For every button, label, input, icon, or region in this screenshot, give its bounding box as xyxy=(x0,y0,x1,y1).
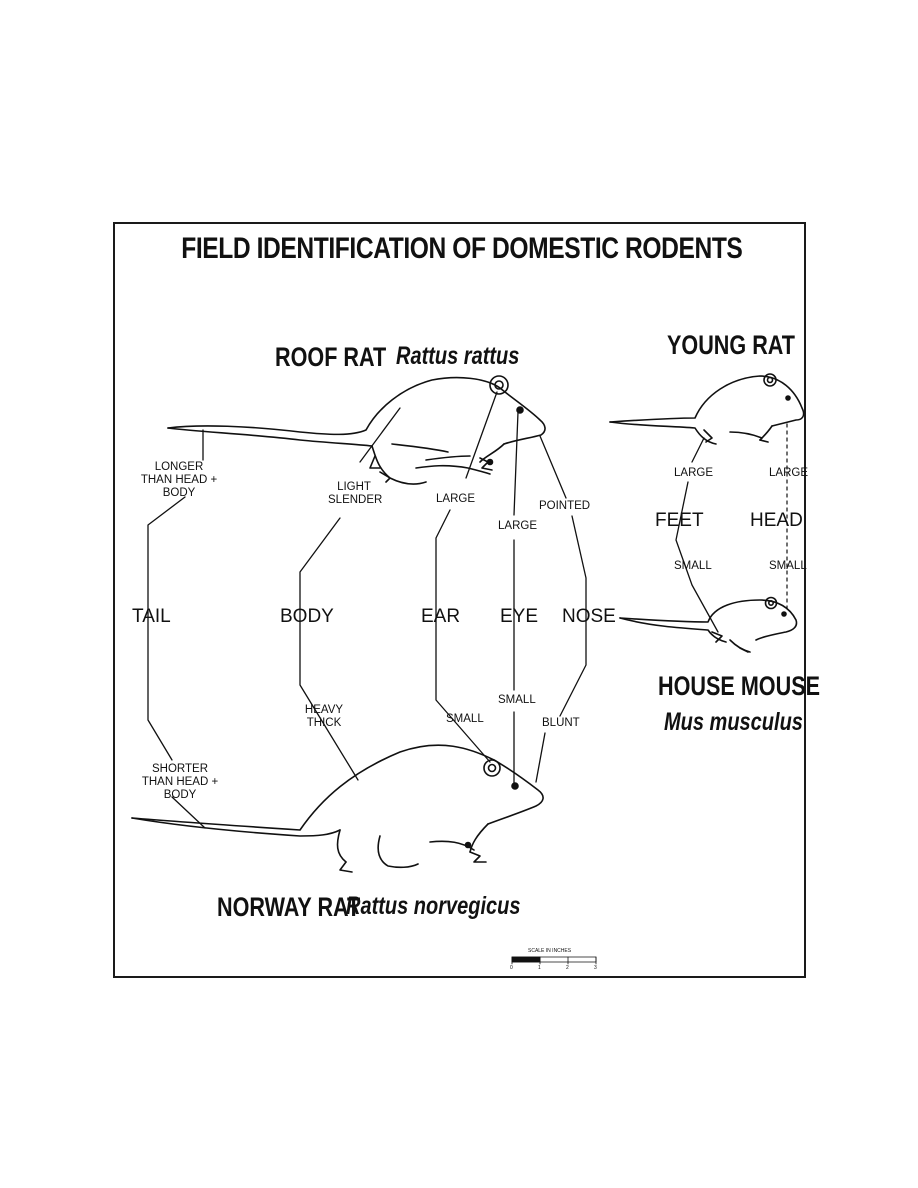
norway-rat-name: NORWAY RAT xyxy=(217,892,361,922)
scale-tick-1: 1 xyxy=(538,965,541,971)
house-mouse-name: HOUSE MOUSE xyxy=(658,671,821,701)
norway-rat-latin: Rattus norvegicus xyxy=(346,892,521,920)
scale-tick-0: 0 xyxy=(510,965,513,971)
tail-norway-text: SHORTER THAN HEAD + BODY xyxy=(141,763,219,802)
nose-roof-text: POINTED xyxy=(539,500,591,512)
house-mouse-latin: Mus musculus xyxy=(664,708,803,736)
young-rat-drawing xyxy=(609,373,805,445)
feet-young-text: LARGE xyxy=(674,467,713,479)
feet-mouse-text: SMALL xyxy=(674,560,712,572)
young-rat-name: YOUNG RAT xyxy=(667,330,795,360)
eye-roof-text: LARGE xyxy=(498,520,537,532)
house-mouse-drawing xyxy=(619,596,798,653)
ear-norway-text: SMALL xyxy=(446,713,484,725)
roof-rat-latin: Rattus rattus xyxy=(396,342,520,370)
head-young-text: LARGE xyxy=(769,467,808,479)
scale-tick-3: 3 xyxy=(594,965,597,971)
head-mouse-text: SMALL xyxy=(769,560,807,572)
scale-title: SCALE IN INCHES xyxy=(528,948,572,954)
body-norway-text: HEAVY THICK xyxy=(304,704,344,730)
tail-roof-text: LONGER THAN HEAD + BODY xyxy=(140,461,218,500)
scale-bar-graphic xyxy=(511,956,597,965)
eye-label: EYE xyxy=(500,606,539,627)
head-label: HEAD xyxy=(750,510,803,531)
norway-rat-drawing xyxy=(131,744,544,873)
figure-border xyxy=(113,222,806,978)
nose-label: NOSE xyxy=(562,606,616,627)
body-roof-text: LIGHT SLENDER xyxy=(328,481,383,507)
body-label: BODY xyxy=(280,606,334,627)
comparison-lines xyxy=(147,391,719,829)
ear-label: EAR xyxy=(421,606,461,627)
feet-label: FEET xyxy=(655,510,704,531)
roof-rat-drawing xyxy=(167,375,546,485)
figure-title: FIELD IDENTIFICATION OF DOMESTIC RODENTS xyxy=(181,232,743,265)
scale-tick-2: 2 xyxy=(566,965,569,971)
nose-norway-text: BLUNT xyxy=(542,717,580,729)
tail-label: TAIL xyxy=(132,606,171,627)
ear-roof-text: LARGE xyxy=(436,493,475,505)
eye-norway-text: SMALL xyxy=(498,694,536,706)
roof-rat-name: ROOF RAT xyxy=(275,342,387,372)
